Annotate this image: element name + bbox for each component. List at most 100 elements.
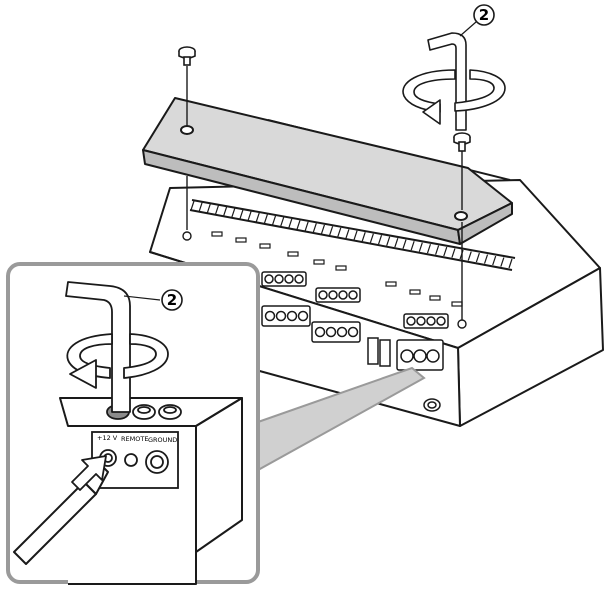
terminal-tooth: [369, 233, 374, 243]
terminal-label-power: +12 V: [97, 434, 118, 442]
speaker-screw: [338, 290, 348, 300]
switch: [313, 259, 325, 265]
front-terminal-screw: [347, 326, 359, 338]
terminal-tooth: [377, 235, 383, 245]
terminal-tooth: [329, 226, 334, 236]
switch: [235, 237, 247, 243]
switch: [335, 265, 347, 271]
cover-right-edge: [457, 202, 513, 245]
front-terminal-screw: [264, 310, 276, 322]
terminal-tooth: [500, 257, 505, 267]
speaker-screw: [284, 274, 294, 284]
terminal-tooth: [443, 246, 448, 257]
speaker-terminal-blocks: [261, 271, 449, 343]
terminal-tooth: [320, 224, 326, 234]
inset-terminal-block-front: [91, 431, 179, 489]
terminal-tooth: [345, 229, 350, 239]
rotation-arrow-icon: [402, 69, 506, 125]
terminal-tooth: [255, 212, 260, 223]
cover-screw-hole-left: [180, 125, 194, 135]
terminal-tooth: [206, 203, 211, 214]
terminal-tooth: [231, 208, 236, 218]
terminal-tooth: [426, 243, 432, 254]
terminal-tooth: [418, 242, 423, 252]
front-terminal-screw: [275, 310, 287, 322]
terminal-tooth: [312, 223, 317, 233]
terminal-strip: [189, 199, 516, 271]
alignment-lines: [186, 66, 463, 320]
terminal-tooth: [198, 202, 203, 212]
terminal-tooth: [337, 227, 342, 237]
switch: [451, 301, 463, 307]
terminal-tooth: [223, 206, 228, 217]
speaker-screw: [426, 316, 436, 326]
inset-panel: +12 V REMOTE GROUND 2: [6, 262, 260, 585]
terminal-tooth: [353, 230, 358, 240]
terminal-teeth: [190, 200, 513, 269]
front-terminal-screw: [286, 310, 298, 322]
rotation-arrow-icon: [66, 333, 169, 389]
speaker-block: [403, 313, 449, 329]
terminal-tooth: [483, 254, 489, 264]
terminal-tooth: [402, 239, 407, 249]
terminal-tooth: [394, 237, 399, 248]
terminal-tooth: [467, 251, 472, 261]
terminal-tooth: [280, 217, 285, 227]
speaker-block: [261, 271, 307, 287]
switch-row: [211, 231, 463, 307]
terminal-tooth: [247, 211, 252, 221]
top-face-holes: [182, 231, 467, 329]
front-terminal-screw: [325, 326, 337, 338]
switch: [211, 231, 223, 237]
switch: [409, 289, 421, 295]
terminal-tooth: [435, 245, 440, 255]
hex-key-icon: [65, 281, 131, 413]
terminal-label-remote: REMOTE: [121, 435, 148, 443]
terminal-tooth: [410, 240, 415, 251]
terminal-tooth: [296, 220, 301, 230]
terminal-tooth: [190, 200, 195, 211]
terminal-tooth: [475, 252, 480, 263]
speaker-block: [315, 287, 361, 303]
step-number-inset: 2: [167, 291, 177, 309]
terminal-tooth: [214, 205, 220, 215]
power-terminal-block: [367, 337, 444, 371]
cover-screw-hole-right: [454, 211, 468, 221]
terminal-tooth: [386, 236, 391, 246]
terminal-tooth: [361, 232, 366, 242]
terminal-tooth: [271, 215, 277, 226]
speaker-screw: [436, 316, 446, 326]
speaker-screw: [318, 290, 328, 300]
speaker-screw: [274, 274, 284, 284]
screw-icon: [453, 132, 471, 152]
speaker-screw: [416, 316, 426, 326]
terminal-tooth: [492, 255, 497, 266]
terminal-tooth: [263, 214, 268, 224]
speaker-screw: [294, 274, 304, 284]
step-callout-top: 2: [459, 4, 495, 37]
speaker-screw: [406, 316, 416, 326]
mounting-hole: [423, 398, 441, 412]
switch: [287, 251, 299, 257]
terminal-tooth: [451, 248, 456, 258]
terminal-tooth: [304, 221, 309, 232]
step-number-top: 2: [479, 6, 489, 24]
terminal-tooth: [288, 218, 293, 229]
terminal-label-ground: GROUND: [148, 436, 177, 444]
screw-icon: [178, 46, 196, 66]
front-terminal-screw: [336, 326, 348, 338]
front-terminal-screw: [297, 310, 309, 322]
speaker-screw: [348, 290, 358, 300]
switch: [385, 281, 397, 287]
terminal-tooth: [508, 258, 513, 269]
insert-arrow-icon: [71, 455, 107, 491]
front-terminal-screw: [314, 326, 326, 338]
switch: [429, 295, 441, 301]
switch: [259, 243, 271, 249]
speaker-screw: [328, 290, 338, 300]
step-callout-inset: 2: [123, 289, 183, 311]
terminal-tooth: [239, 209, 244, 220]
speaker-screw: [264, 274, 274, 284]
